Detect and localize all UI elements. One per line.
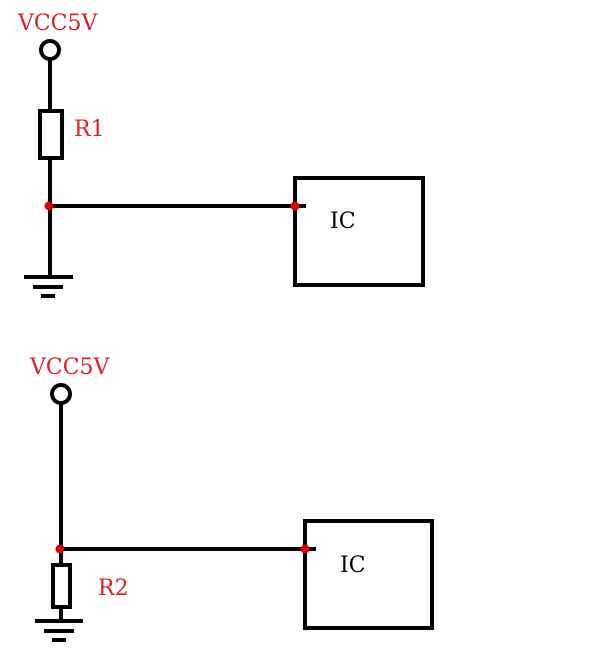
bottom-ic-label: IC bbox=[340, 553, 366, 578]
top-ic-pin-node bbox=[290, 201, 300, 211]
bottom-junction-node bbox=[55, 544, 65, 554]
top-supply-terminal-icon bbox=[39, 39, 61, 61]
bottom-resistor-r2 bbox=[51, 563, 72, 609]
bottom-supply-label: VCC5V bbox=[29, 355, 111, 380]
bottom-ic-box bbox=[303, 519, 434, 630]
top-ic-box bbox=[293, 176, 425, 287]
circuit-top: VCC5V R1 IC bbox=[17, 11, 425, 298]
top-ground-icon bbox=[24, 275, 73, 298]
bottom-supply-terminal-icon bbox=[50, 383, 72, 405]
bottom-resistor-label: R2 bbox=[98, 576, 129, 601]
bottom-ic-pin-node bbox=[300, 544, 310, 554]
top-ic-label: IC bbox=[330, 209, 356, 234]
bottom-ground-icon bbox=[35, 619, 83, 642]
top-resistor-r1 bbox=[38, 109, 64, 160]
top-junction-node bbox=[44, 201, 54, 211]
top-resistor-label: R1 bbox=[74, 117, 105, 142]
top-supply-label: VCC5V bbox=[17, 11, 99, 36]
circuit-bottom: VCC5V R2 IC bbox=[29, 355, 434, 642]
